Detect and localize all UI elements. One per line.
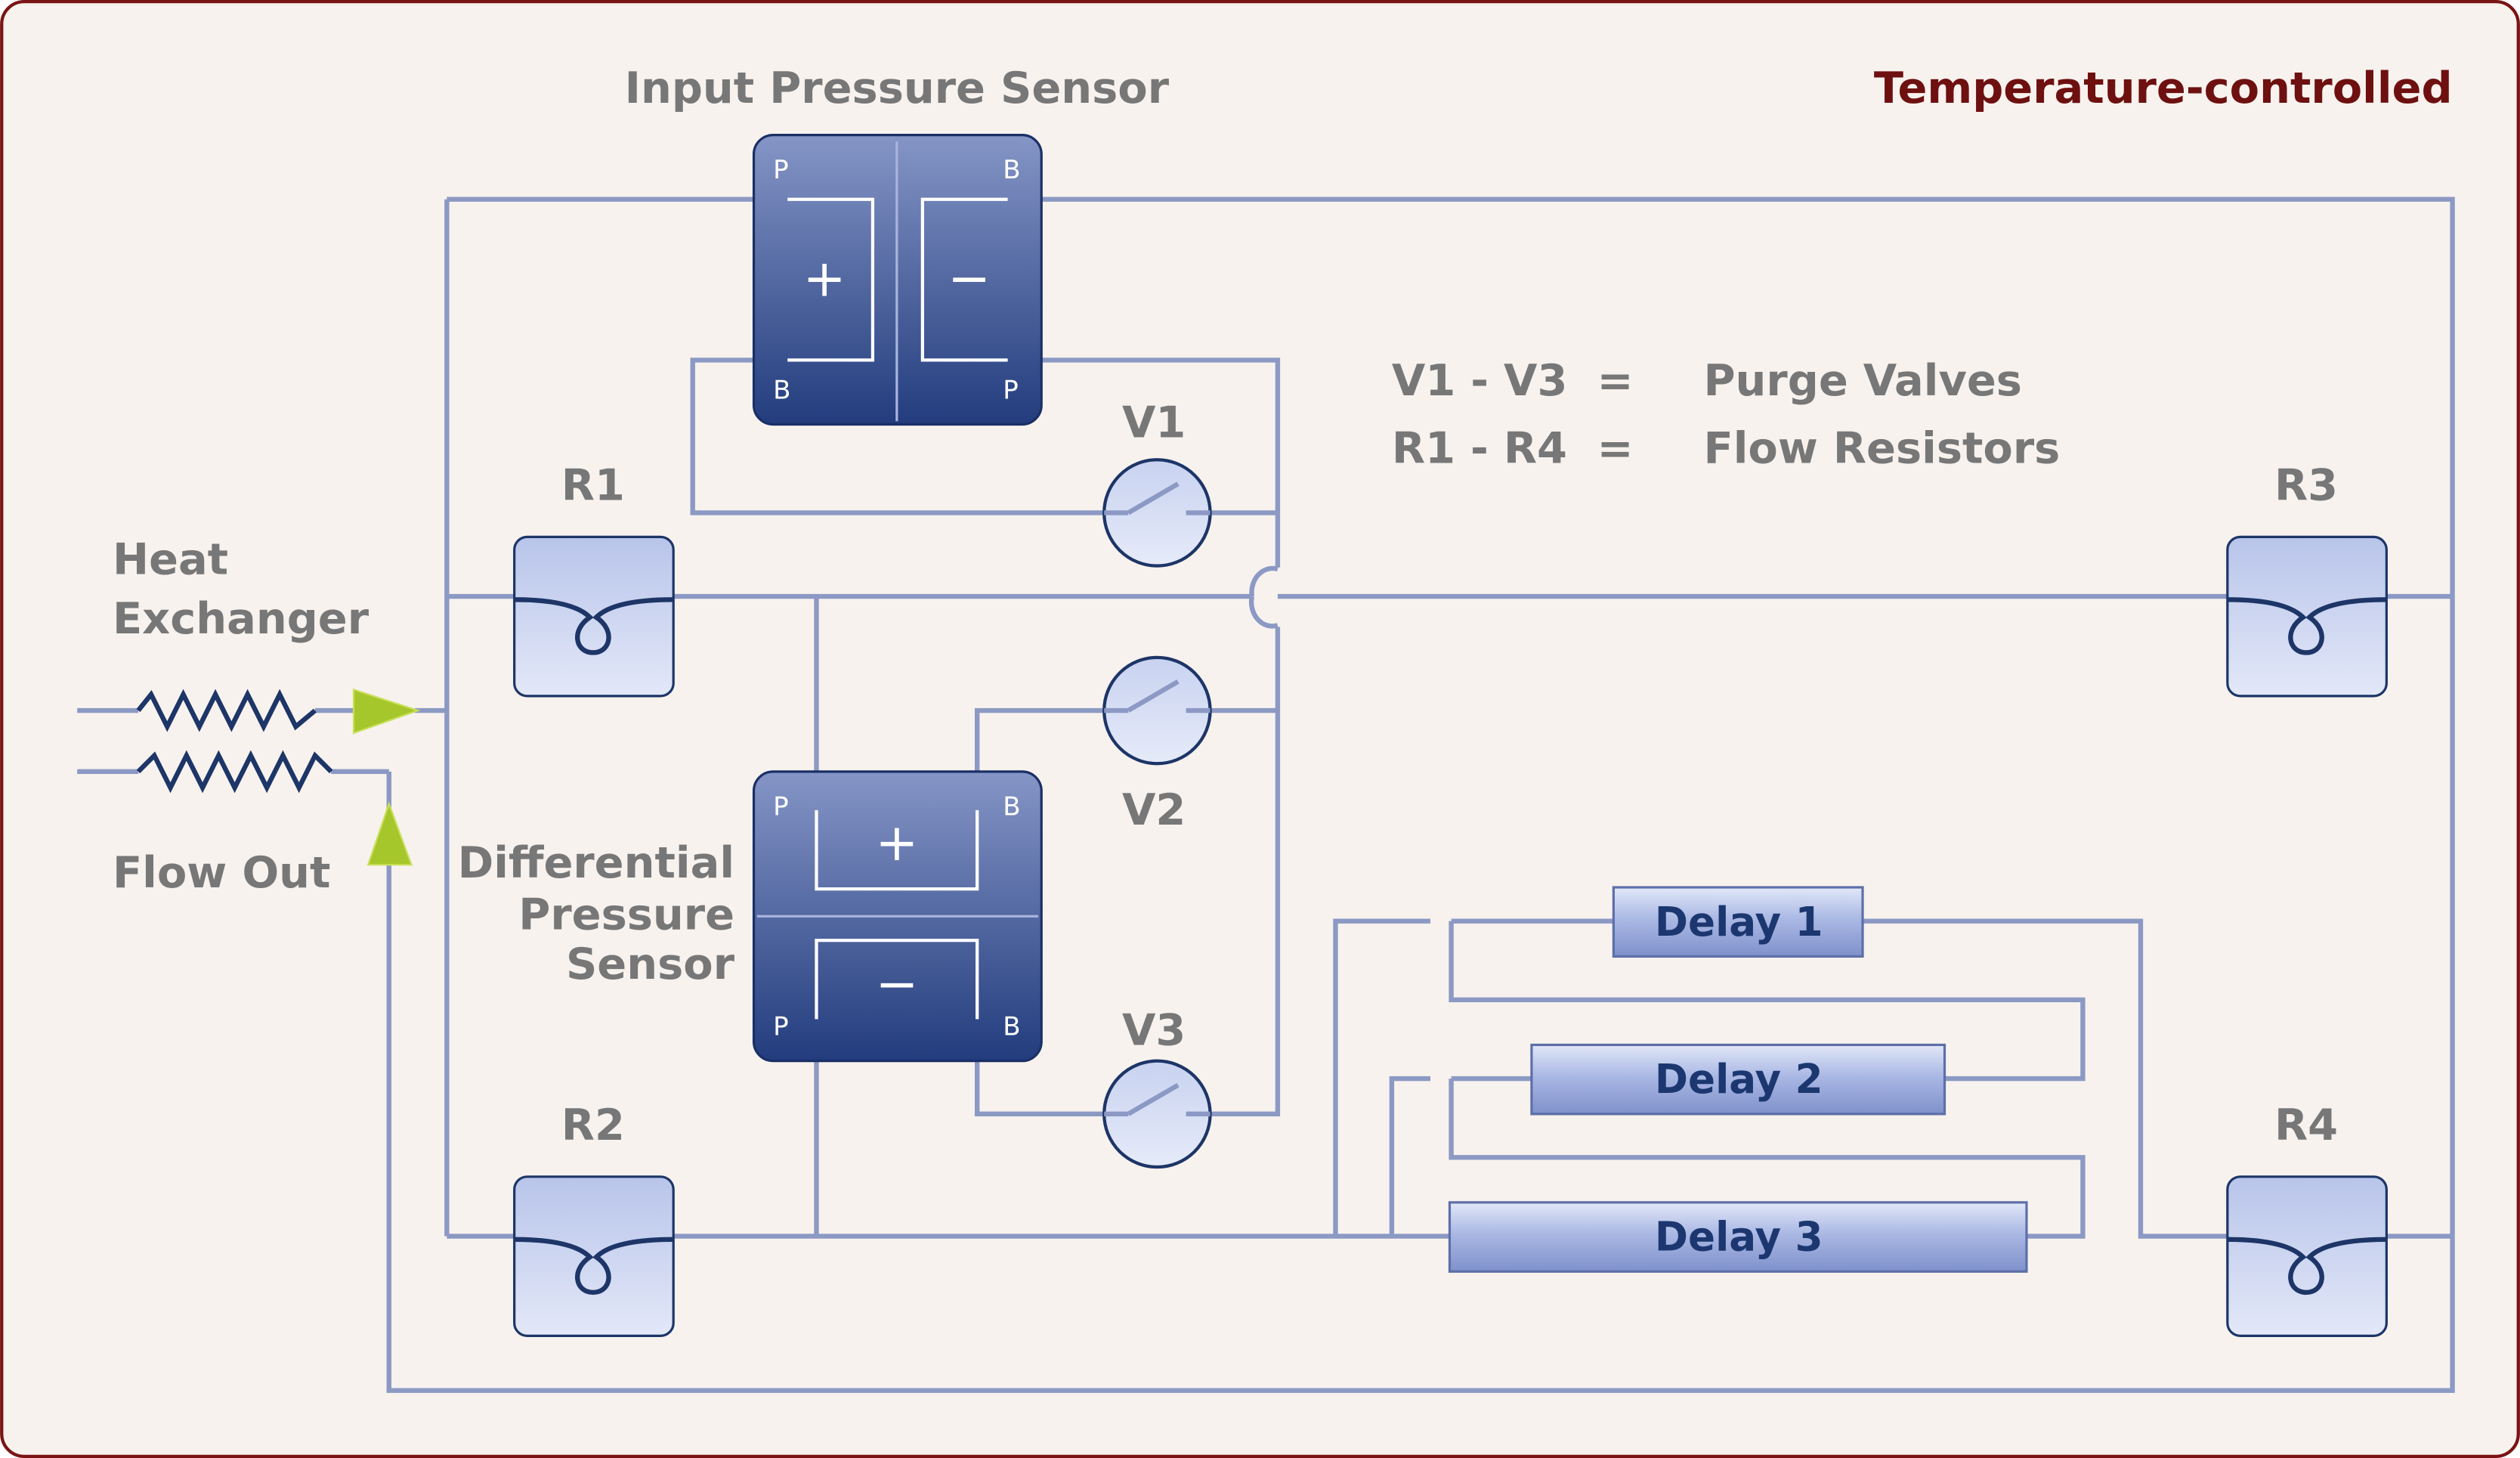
resistor-r2: R2 bbox=[513, 1100, 675, 1337]
input-sensor-plus: + bbox=[803, 249, 846, 308]
input-sensor-title: Input Pressure Sensor bbox=[625, 63, 1170, 113]
heat-exchanger-coil-bottom bbox=[136, 750, 333, 794]
delay-2: Delay 2 bbox=[1530, 1043, 1946, 1116]
delay-1-label: Delay 1 bbox=[1655, 899, 1823, 946]
delay-1: Delay 1 bbox=[1612, 886, 1864, 958]
diff-sensor-minus: − bbox=[875, 955, 918, 1014]
heat-exchanger-label-line1: Heat bbox=[113, 534, 228, 584]
legend-meaning-1: Purge Valves bbox=[1703, 355, 2022, 406]
diff-sensor-plus: + bbox=[875, 813, 918, 873]
valve-v1-label: V1 bbox=[1122, 397, 1186, 447]
resistor-r1: R1 bbox=[513, 460, 675, 698]
diff-sensor-port-p-bottom: P bbox=[773, 1012, 789, 1042]
valve-v1: V1 bbox=[1102, 397, 1212, 568]
legend-term-2: R1 - R4 bbox=[1392, 423, 1567, 474]
diff-sensor-port-b-top: B bbox=[1003, 791, 1020, 822]
resistor-r3-label: R3 bbox=[2274, 460, 2338, 510]
legend-eq-2: = bbox=[1597, 423, 1633, 474]
heat-exchanger-coil-top bbox=[136, 689, 317, 732]
delay-3-label: Delay 3 bbox=[1655, 1214, 1823, 1261]
input-sensor-minus: − bbox=[948, 249, 991, 308]
input-sensor-port-p-bottom: P bbox=[1003, 375, 1019, 405]
diff-sensor-port-b-bottom: B bbox=[1003, 1012, 1020, 1042]
resistor-r4-label: R4 bbox=[2274, 1100, 2338, 1150]
resistor-r4: R4 bbox=[2226, 1100, 2388, 1337]
input-sensor-port-p-top: P bbox=[773, 155, 789, 185]
heat-exchanger-label-line2: Exchanger bbox=[113, 593, 369, 644]
diff-sensor-port-p-top: P bbox=[773, 791, 789, 822]
legend: V1 - V3 = Purge Valves R1 - R4 = Flow Re… bbox=[1392, 355, 2060, 473]
diff-sensor-title-line2: Pressure bbox=[518, 889, 734, 939]
resistor-r2-label: R2 bbox=[561, 1100, 625, 1150]
delay-2-label: Delay 2 bbox=[1655, 1056, 1823, 1103]
flow-out-label: Flow Out bbox=[113, 847, 330, 898]
diff-sensor-title-line1: Differential bbox=[458, 837, 734, 888]
legend-term-1: V1 - V3 bbox=[1392, 355, 1568, 406]
resistor-r3: R3 bbox=[2226, 460, 2388, 698]
valve-v3: V3 bbox=[1102, 1005, 1212, 1169]
input-pressure-sensor: Input Pressure Sensor P B B P + − bbox=[625, 63, 1170, 426]
input-sensor-port-b-top: B bbox=[1003, 155, 1020, 185]
input-sensor-port-b-bottom: B bbox=[773, 375, 790, 405]
pipes bbox=[77, 197, 2455, 1393]
flow-out-arrow bbox=[366, 801, 413, 866]
flow-in-arrow bbox=[352, 688, 421, 735]
valve-v3-label: V3 bbox=[1122, 1005, 1186, 1055]
region-label: Temperature-controlled bbox=[1874, 63, 2453, 113]
valve-v2: V2 bbox=[1102, 655, 1212, 835]
valve-v2-label: V2 bbox=[1122, 785, 1186, 835]
diff-sensor-title-line3: Sensor bbox=[566, 939, 735, 989]
legend-meaning-2: Flow Resistors bbox=[1703, 423, 2060, 474]
resistor-r1-label: R1 bbox=[561, 460, 625, 510]
legend-eq-1: = bbox=[1597, 355, 1633, 406]
differential-pressure-sensor: Differential Pressure Sensor P B P B + − bbox=[458, 770, 1043, 1063]
delay-3: Delay 3 bbox=[1448, 1201, 2028, 1273]
